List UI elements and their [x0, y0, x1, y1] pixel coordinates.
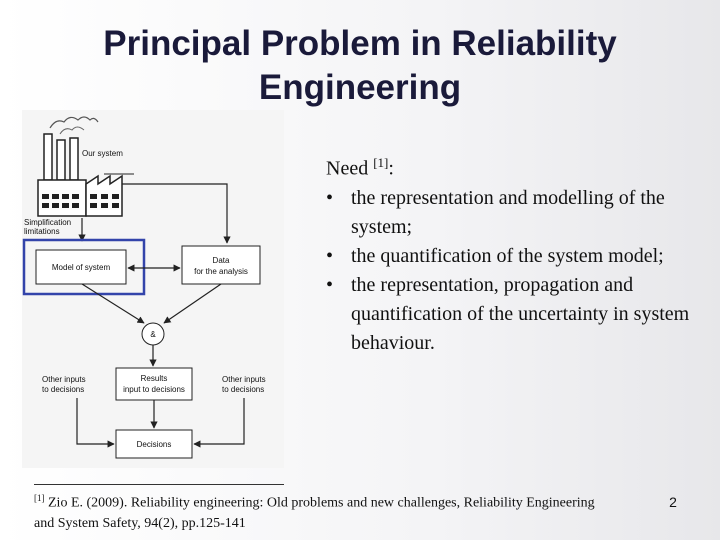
factory-icon [37, 116, 134, 217]
data-box [181, 245, 261, 285]
other-inputs-right-2: to decisions [222, 385, 264, 394]
results-label-1: Results [141, 374, 168, 383]
results-box [115, 367, 193, 401]
page-number: 2 [669, 494, 677, 510]
list-item-text: the representation and modelling of the … [351, 186, 665, 238]
arrow-model-to-and [81, 283, 145, 324]
arrow-system-to-data [122, 183, 231, 244]
other-inputs-left-2: to decisions [42, 385, 84, 394]
footnote: [1] Zio E. (2009). Reliability engineeri… [34, 488, 614, 534]
and-node-label: & [150, 330, 156, 339]
simplification-label-1: Simplification [24, 218, 71, 227]
needs-list-block: Need [1]: • the representation and modell… [326, 148, 706, 358]
arrow-data-to-and [163, 283, 222, 324]
bullet-icon: • [326, 186, 334, 209]
slide-title-line-2: Engineering [258, 68, 462, 107]
reliability-flow-diagram: Our system Simplification limitations Mo… [22, 110, 284, 468]
smoke-icon [49, 116, 99, 129]
needs-list: • the representation and modelling of the… [326, 184, 706, 358]
bullet-icon: • [326, 273, 334, 296]
decisions-label: Decisions [137, 440, 172, 449]
slide-title-line-1: Principal Problem in Reliability [103, 24, 617, 63]
other-inputs-left-1: Other inputs [42, 375, 86, 384]
simplification-label-2: limitations [24, 227, 60, 236]
needs-heading-colon: : [388, 157, 394, 180]
needs-heading-text: Need [326, 157, 369, 180]
data-label-2: for the analysis [194, 267, 248, 276]
footnote-ref: [1] [34, 493, 45, 503]
model-of-system-box [35, 249, 127, 285]
list-item-text: the quantification of the system model; [351, 244, 664, 267]
results-label-2: input to decisions [123, 385, 185, 394]
model-of-system-label: Model of system [52, 263, 111, 272]
other-inputs-right-1: Other inputs [222, 375, 266, 384]
our-system-label: Our system [82, 149, 123, 158]
list-item-text: the representation, propagation and quan… [351, 273, 690, 354]
needs-heading: Need [1]: [326, 148, 706, 184]
decisions-box [115, 429, 193, 459]
arrow-left-inputs-to-decisions [76, 398, 115, 448]
bullet-icon: • [326, 244, 334, 267]
footnote-text: Zio E. (2009). Reliability engineering: … [34, 495, 595, 531]
slide-title: Principal Problem in Reliability Enginee… [60, 22, 660, 110]
arrow-right-inputs-to-decisions [193, 398, 245, 448]
list-item: • the quantification of the system model; [326, 242, 706, 271]
footnote-divider [34, 484, 284, 485]
needs-heading-ref: [1] [373, 155, 389, 170]
list-item: • the representation and modelling of the… [326, 184, 706, 242]
list-item: • the representation, propagation and qua… [326, 271, 706, 358]
data-label-1: Data [213, 256, 230, 265]
